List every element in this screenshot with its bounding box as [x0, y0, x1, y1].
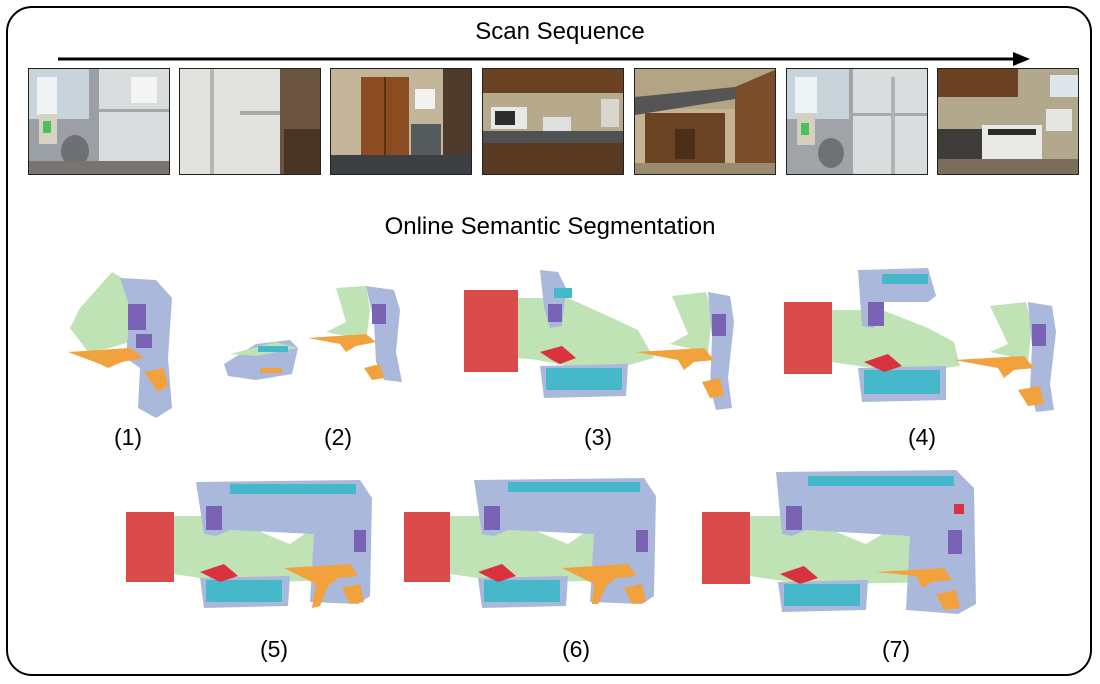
- segmentation-panel-3: [464, 270, 734, 410]
- scan-frame-7: [937, 68, 1079, 175]
- sequence-arrow: [58, 52, 1030, 66]
- panel-label-3: (3): [583, 424, 613, 450]
- segmentation-panel-7: [702, 470, 976, 614]
- segmentation-panel-6: [404, 478, 656, 608]
- panel-label-2: (2): [323, 424, 353, 450]
- segmentation-panel-2: [224, 286, 402, 382]
- segmentation-panel-5: [126, 480, 372, 608]
- panel-label-5: (5): [259, 636, 289, 662]
- scan-frame-5: [634, 68, 776, 175]
- panel-label-1: (1): [113, 424, 143, 450]
- panel-label-7: (7): [881, 636, 911, 662]
- scan-frame-6: [786, 68, 928, 175]
- segmentation-panel-1: [68, 272, 172, 418]
- panel-label-4: (4): [907, 424, 937, 450]
- scan-frame-1: [28, 68, 170, 175]
- scan-frame-2: [179, 68, 321, 175]
- scan-frame-4: [482, 68, 624, 175]
- scan-sequence-title: Scan Sequence: [475, 18, 645, 45]
- segmentation-title: Online Semantic Segmentation: [384, 213, 716, 240]
- scan-frame-3: [330, 68, 472, 175]
- figure-frame: [6, 6, 1092, 676]
- segmentation-panel-4: [784, 268, 1056, 412]
- panel-label-6: (6): [561, 636, 591, 662]
